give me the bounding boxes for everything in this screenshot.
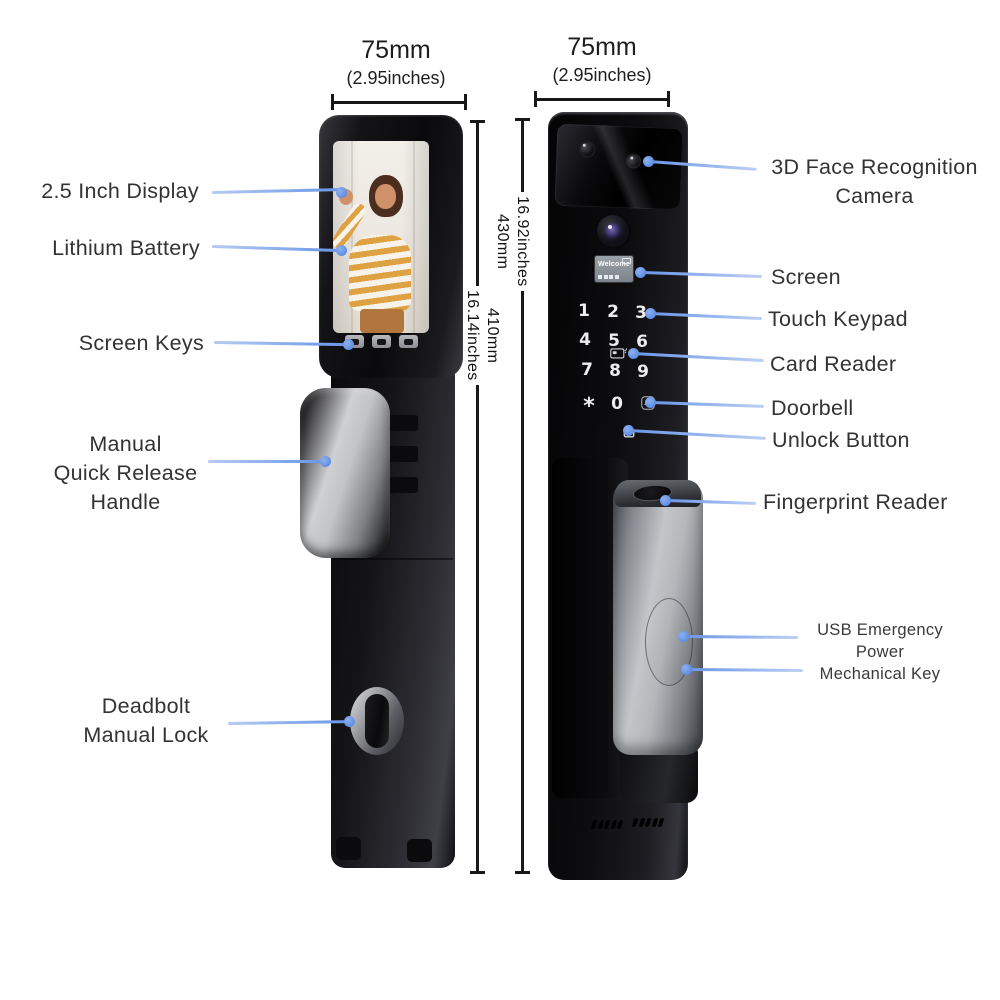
battery-icon: [622, 258, 631, 264]
dim-tick: [331, 94, 334, 110]
welcome-screen: Welcome: [595, 256, 633, 282]
callout-touch-keypad: Touch Keypad: [768, 307, 908, 331]
exterior-height-mm: 430mm: [494, 213, 511, 270]
keypad-key-2: 2: [607, 302, 619, 322]
handle-top-face: [615, 480, 701, 507]
exterior-width-mm: 75mm: [567, 33, 637, 61]
person-striped-sweater: [349, 235, 411, 311]
display-module: [319, 115, 463, 378]
face-camera-panel: [554, 123, 684, 211]
front-width-mm: 75mm: [361, 36, 431, 64]
speaker-grille: [590, 820, 623, 829]
leader-dot: [681, 664, 692, 675]
leader-dot: [678, 631, 689, 642]
lens-glint: [582, 143, 586, 147]
hallway-line: [413, 141, 415, 333]
keypad-key-0: 0: [611, 394, 623, 414]
leader-dot: [643, 156, 654, 167]
leader-dot: [336, 245, 347, 256]
callout-screen: Screen: [771, 265, 841, 289]
deadbolt-knob: [350, 687, 404, 755]
leader-dot: [623, 425, 634, 436]
callout-release-handle: Manual Quick Release Handle: [53, 432, 198, 514]
hallway-line: [351, 141, 353, 333]
speaker-grille: [631, 818, 664, 827]
callout-fingerprint: Fingerprint Reader: [763, 490, 948, 514]
leader-dot: [645, 308, 656, 319]
welcome-status-icons: [598, 275, 619, 279]
front-width-inches: (2.95inches): [346, 68, 446, 88]
mounting-foot: [336, 837, 361, 860]
person-pants: [360, 309, 404, 333]
keypad-key-1: 1: [578, 301, 590, 321]
exterior-height-label: 430mm 16.92inches: [492, 192, 532, 291]
handle-mount-slots: [382, 415, 432, 555]
front-height-mm: 410mm: [484, 307, 501, 364]
dim-tick: [667, 91, 670, 107]
exterior-height-dimension-line: [521, 120, 524, 872]
leader-dot: [320, 456, 331, 467]
callout-deadbolt: Deadbolt Manual Lock: [83, 694, 209, 747]
dim-cap: [515, 871, 530, 874]
front-height-inches: 16.14inches: [464, 290, 481, 381]
mounting-foot: [407, 839, 432, 862]
camera-iris: [605, 223, 621, 239]
lens-glint: [630, 156, 634, 160]
keypad-key-8: 8: [609, 361, 621, 381]
keypad-key-3: 3: [635, 303, 647, 323]
dim-cap: [470, 120, 485, 123]
callout-card-reader: Card Reader: [770, 352, 897, 376]
leader-line: [208, 460, 325, 463]
callout-face-camera: 3D Face Recognition Camera: [771, 155, 978, 208]
exterior-height-inches: 16.92inches: [514, 196, 531, 287]
leader-dot: [660, 495, 671, 506]
callout-doorbell: Doorbell: [771, 396, 854, 420]
keypad-key-9: 9: [637, 362, 649, 382]
welcome-text: Welcome: [598, 261, 631, 268]
main-camera-lens: [597, 215, 629, 247]
dim-cap: [470, 871, 485, 874]
callout-usb-key: USB Emergency Power Mechanical Key: [817, 621, 943, 683]
front-body-seam: [333, 558, 453, 560]
keypad-key-6: 6: [636, 332, 648, 352]
ir-camera-lens-icon: [625, 153, 642, 169]
leader-dot: [635, 267, 646, 278]
screen-key: [399, 335, 418, 348]
person-face: [375, 184, 396, 209]
keypad-key-star: *: [583, 394, 595, 419]
dim-cap: [515, 118, 530, 121]
mount-slot: [382, 446, 418, 462]
callout-screen-keys: Screen Keys: [78, 331, 204, 355]
keypad-key-7: 7: [581, 360, 593, 380]
screen-key: [372, 335, 391, 348]
dim-tick: [534, 91, 537, 107]
card-reader-icon: [610, 347, 628, 360]
display-screen: [333, 141, 429, 333]
ir-camera-lens-icon: [578, 140, 596, 159]
keypad-key-5: 5: [608, 331, 620, 351]
callout-unlock-button: Unlock Button: [772, 428, 910, 452]
mount-slot: [382, 415, 418, 431]
mount-slot: [382, 477, 418, 493]
leader-dot: [336, 187, 347, 198]
quick-release-handle: [300, 388, 390, 558]
usb-mechanical-key-cover: [645, 598, 693, 686]
callout-display: 2.5 Inch Display: [41, 179, 199, 203]
leader-dot: [645, 397, 656, 408]
exterior-width-inches: (2.95inches): [552, 65, 652, 85]
dim-tick: [464, 94, 467, 110]
exterior-width-dimension-line: [535, 98, 669, 101]
leader-dot: [343, 339, 354, 350]
keypad-key-4: 4: [579, 330, 591, 350]
callout-lithium-battery: Lithium Battery: [52, 236, 200, 260]
deadbolt-thumbturn: [365, 694, 389, 748]
front-height-label: 16.14inches 410mm: [462, 286, 502, 385]
exterior-handle: [613, 480, 703, 755]
leader-line: [686, 668, 804, 673]
leader-dot: [628, 348, 639, 359]
front-height-dimension-line: [476, 122, 479, 872]
leader-dot: [344, 716, 355, 727]
front-width-dimension-line: [332, 101, 466, 104]
screen-keys-row: [345, 335, 418, 348]
